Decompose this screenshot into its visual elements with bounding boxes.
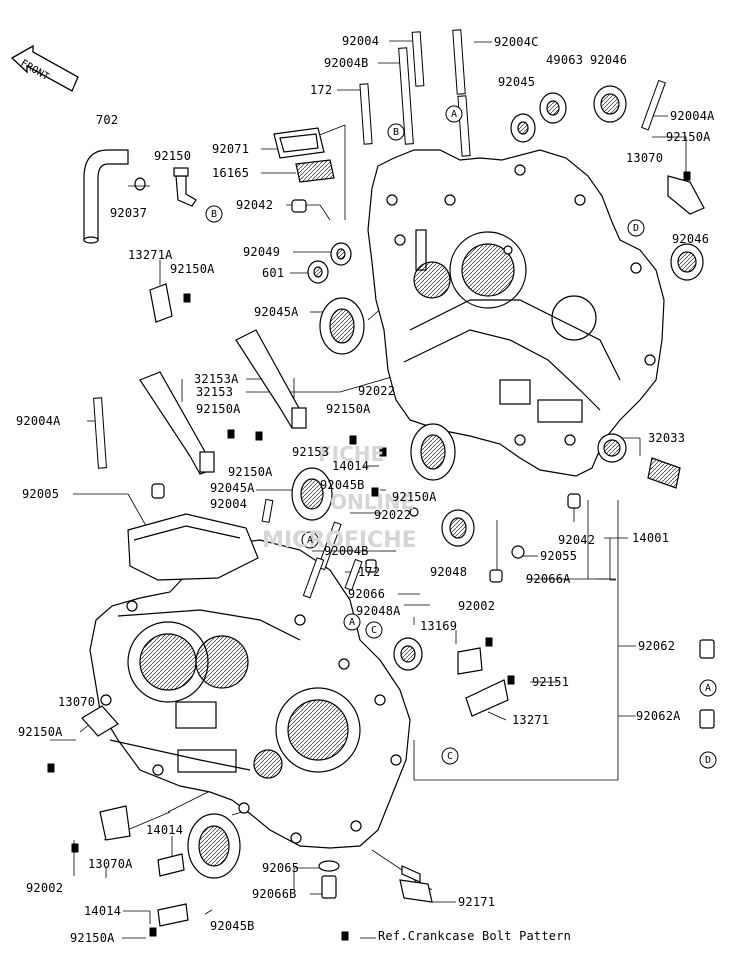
part-label: 92042 <box>558 533 596 547</box>
part-label: 92062A <box>636 709 681 723</box>
part-label: 92004B <box>324 56 369 70</box>
part-label: 92150A <box>392 490 437 504</box>
part-label: 13271A <box>128 248 173 262</box>
bearings <box>151 85 704 879</box>
part-label: 92005 <box>22 487 60 501</box>
part-label: 14014 <box>146 823 184 837</box>
part-label: 92002 <box>458 599 496 613</box>
part-label: 92045 <box>498 75 536 89</box>
callout-circles <box>205 105 717 769</box>
part-label: 92066 <box>348 587 386 601</box>
part-label: 172 <box>358 565 381 579</box>
watermark-line2: ONLINE <box>330 490 415 514</box>
part-label: 13070A <box>88 857 133 871</box>
front-arrow-shape <box>10 44 79 92</box>
cylinder-deck <box>127 513 259 581</box>
part-label: 13271 <box>512 713 550 727</box>
part-label: 92002 <box>26 881 64 895</box>
part-label: 702 <box>96 113 119 127</box>
part-label: 92004 <box>210 497 248 511</box>
upper-crankcase <box>367 149 665 477</box>
callout-b-left: B <box>211 209 218 220</box>
part-label: 92150A <box>666 130 711 144</box>
part-label: 601 <box>262 266 285 280</box>
part-label: 92066B <box>252 887 297 901</box>
callout-a-right: A <box>705 683 712 694</box>
part-label: 32033 <box>648 431 686 445</box>
part-label: 92150A <box>70 931 115 945</box>
part-label: 92153 <box>292 445 330 459</box>
part-label: 92046 <box>672 232 710 246</box>
watermark-line3: MICROFICHE <box>262 528 417 553</box>
part-label: 92150A <box>18 725 63 739</box>
studs <box>93 29 666 599</box>
part-label: 92046 <box>590 53 628 67</box>
part-label: 92022 <box>374 508 412 522</box>
part-label: 92042 <box>236 198 274 212</box>
part-label: 172 <box>310 83 333 97</box>
part-label: 32153A <box>194 372 239 386</box>
part-label: 92037 <box>110 206 148 220</box>
part-label: 32153 <box>196 385 234 399</box>
part-label: 92045A <box>210 481 255 495</box>
part-label: 14001 <box>632 531 670 545</box>
part-label: 92004 <box>342 34 380 48</box>
small-parts <box>81 127 715 927</box>
part-label: 92004C <box>494 35 539 49</box>
small-bolts <box>47 171 691 941</box>
reference-note: Ref.Crankcase Bolt Pattern <box>378 929 572 943</box>
callout-a-low: A <box>349 617 356 628</box>
part-label: 92048A <box>356 604 401 618</box>
callout-b-top: B <box>393 127 400 138</box>
lower-crankcase <box>89 538 411 849</box>
part-label: 13169 <box>420 619 458 633</box>
part-label: 92150A <box>228 465 273 479</box>
part-label: 92062 <box>638 639 676 653</box>
part-label: 92150A <box>326 402 371 416</box>
part-label: 92004B <box>324 544 369 558</box>
callout-d-right: D <box>705 755 712 766</box>
part-label: 92171 <box>458 895 496 909</box>
part-label: 92045B <box>210 919 255 933</box>
part-label: 92045B <box>320 478 365 492</box>
part-label: 16165 <box>212 166 250 180</box>
part-label: 92150A <box>170 262 215 276</box>
part-label: 92048 <box>430 565 468 579</box>
part-label: 92049 <box>243 245 281 259</box>
part-label: 92065 <box>262 861 300 875</box>
callout-a-top: A <box>451 109 458 120</box>
callout-c-mid: C <box>371 625 378 636</box>
callout-a-mid: A <box>307 535 314 546</box>
part-label: 92150A <box>196 402 241 416</box>
part-label: 92151 <box>532 675 570 689</box>
part-label: 92045A <box>254 305 299 319</box>
part-label: 14014 <box>84 904 122 918</box>
part-label: 92066A <box>526 572 571 586</box>
part-label: 92071 <box>212 142 250 156</box>
part-label: 92150 <box>154 149 192 163</box>
part-label: 49063 <box>546 53 584 67</box>
callout-c-low: C <box>447 751 454 762</box>
callout-d-top: D <box>633 223 640 234</box>
part-label: 13070 <box>58 695 96 709</box>
part-label: 92004A <box>16 414 61 428</box>
part-label: 14014 <box>332 459 370 473</box>
part-label: 92022 <box>358 384 396 398</box>
part-label: 92004A <box>670 109 715 123</box>
part-label: 92055 <box>540 549 578 563</box>
watermark-line1: FICHE <box>318 442 385 466</box>
part-label: 13070 <box>626 151 664 165</box>
